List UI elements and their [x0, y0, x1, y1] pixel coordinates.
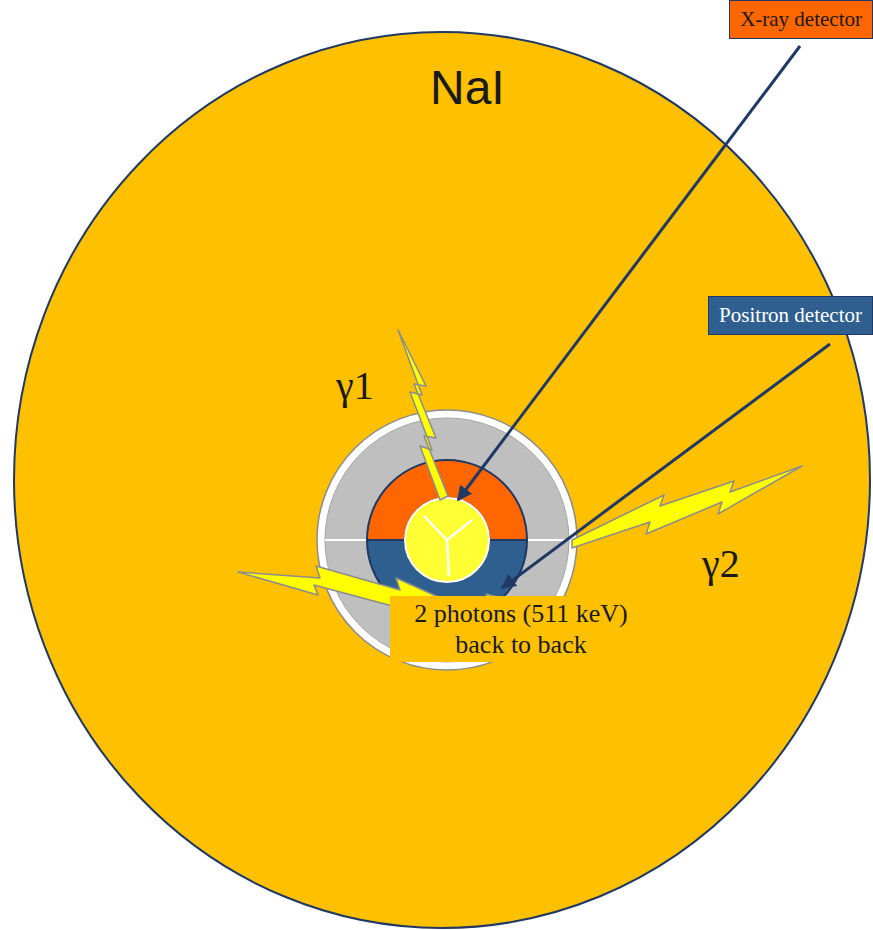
x-ray-label-box: X-ray detector — [729, 0, 873, 39]
gamma-bolts — [238, 330, 802, 633]
annihilation-note: 2 photons (511 keV) back to back — [390, 596, 652, 662]
source — [405, 498, 489, 582]
material-label: NaI — [430, 60, 505, 115]
gamma-label: γ2 — [702, 540, 740, 587]
detector-label: Positron detector — [719, 303, 862, 328]
gamma-label: γ1 — [336, 362, 374, 409]
source-tracks — [424, 516, 472, 576]
leader-line — [502, 344, 830, 588]
leader-line — [458, 46, 800, 500]
positron-label-box: Positron detector — [708, 296, 873, 335]
detector-label: X-ray detector — [740, 7, 862, 32]
